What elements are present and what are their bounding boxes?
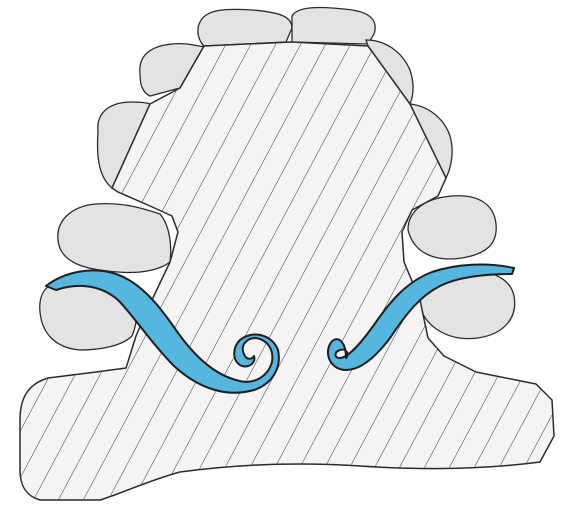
tooth-upper-right-incisor — [292, 8, 375, 44]
tooth-left-premolar — [58, 204, 171, 273]
tooth-upper-left-incisor — [198, 9, 292, 46]
